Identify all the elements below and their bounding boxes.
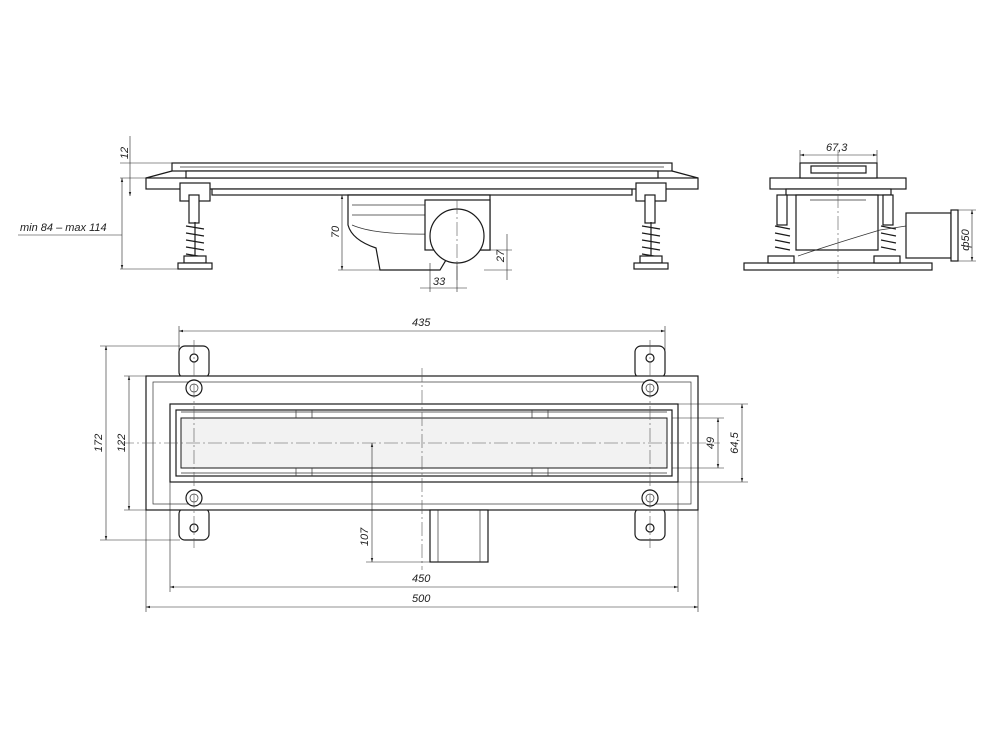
dim-top-width: 67,3 [826,142,848,154]
dim-bracket-span: 435 [412,317,431,329]
dim-grate-width: 49 [705,437,717,449]
dim-outlet-offset: 27 [495,249,507,263]
dim-body-height: 70 [330,225,342,238]
side-view: 12 min 84 – max 114 70 27 33 [18,136,699,292]
dim-thickness: 12 [119,147,131,159]
right-leg [633,194,669,270]
dim-channel-length: 450 [412,573,431,585]
end-view: 67,3 ф50 [743,142,976,278]
dim-channel-width: 64,5 [729,431,741,453]
dim-outlet-position: 107 [359,527,371,546]
dim-height-range: min 84 – max 114 [20,222,107,234]
dim-outlet-width: 33 [433,276,446,288]
dim-total-width: 172 [93,434,105,452]
left-leg [177,194,213,270]
plan-view: 435 172 122 49 64,5 107 450 50 [93,317,748,612]
dim-outlet-diameter: ф50 [960,228,972,250]
siphon-body [347,194,491,282]
dim-body-width: 122 [116,434,128,452]
dim-total-length: 500 [412,593,431,605]
